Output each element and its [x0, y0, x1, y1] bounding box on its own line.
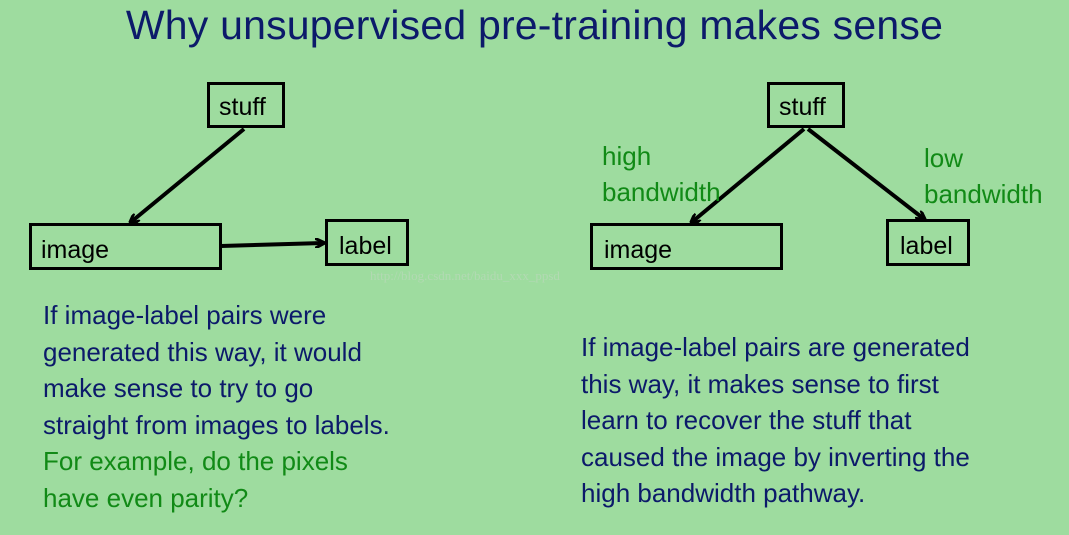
parity-example: For example, do the pixels	[43, 446, 348, 476]
image-box-right: image	[590, 223, 783, 270]
image-label-left: image	[41, 236, 110, 264]
stuff-box-left: stuff	[207, 82, 285, 128]
left-explanation: If image-label pairs were generated this…	[43, 297, 390, 516]
stuff-box-right: stuff	[767, 82, 845, 128]
image-box-left: image	[29, 223, 222, 270]
image-label-right: image	[604, 236, 673, 264]
arrow-stuff-to-label-right	[806, 127, 924, 219]
parity-example-cont: have even parity?	[43, 482, 249, 513]
low-bandwidth-label: low bandwidth	[924, 143, 1043, 209]
arrow-image-to-label-left	[220, 243, 323, 246]
high-bandwidth-label: high bandwidth	[602, 141, 721, 207]
label-box-right: label	[886, 219, 970, 266]
watermark: http://blog.csdn.net/baidu_xxx_ppsd	[370, 268, 560, 283]
arrow-stuff-to-image-right	[692, 127, 806, 222]
slide-title: Why unsupervised pre-training makes sens…	[125, 2, 944, 48]
label-text-right: label	[900, 232, 953, 260]
label-text-left: label	[339, 232, 392, 260]
label-box-left: label	[325, 219, 409, 266]
arrow-stuff-to-image-left	[131, 127, 246, 222]
stuff-label-left: stuff	[219, 93, 266, 121]
right-explanation: If image-label pairs are generated this …	[581, 332, 970, 508]
stuff-label-right: stuff	[779, 93, 826, 121]
